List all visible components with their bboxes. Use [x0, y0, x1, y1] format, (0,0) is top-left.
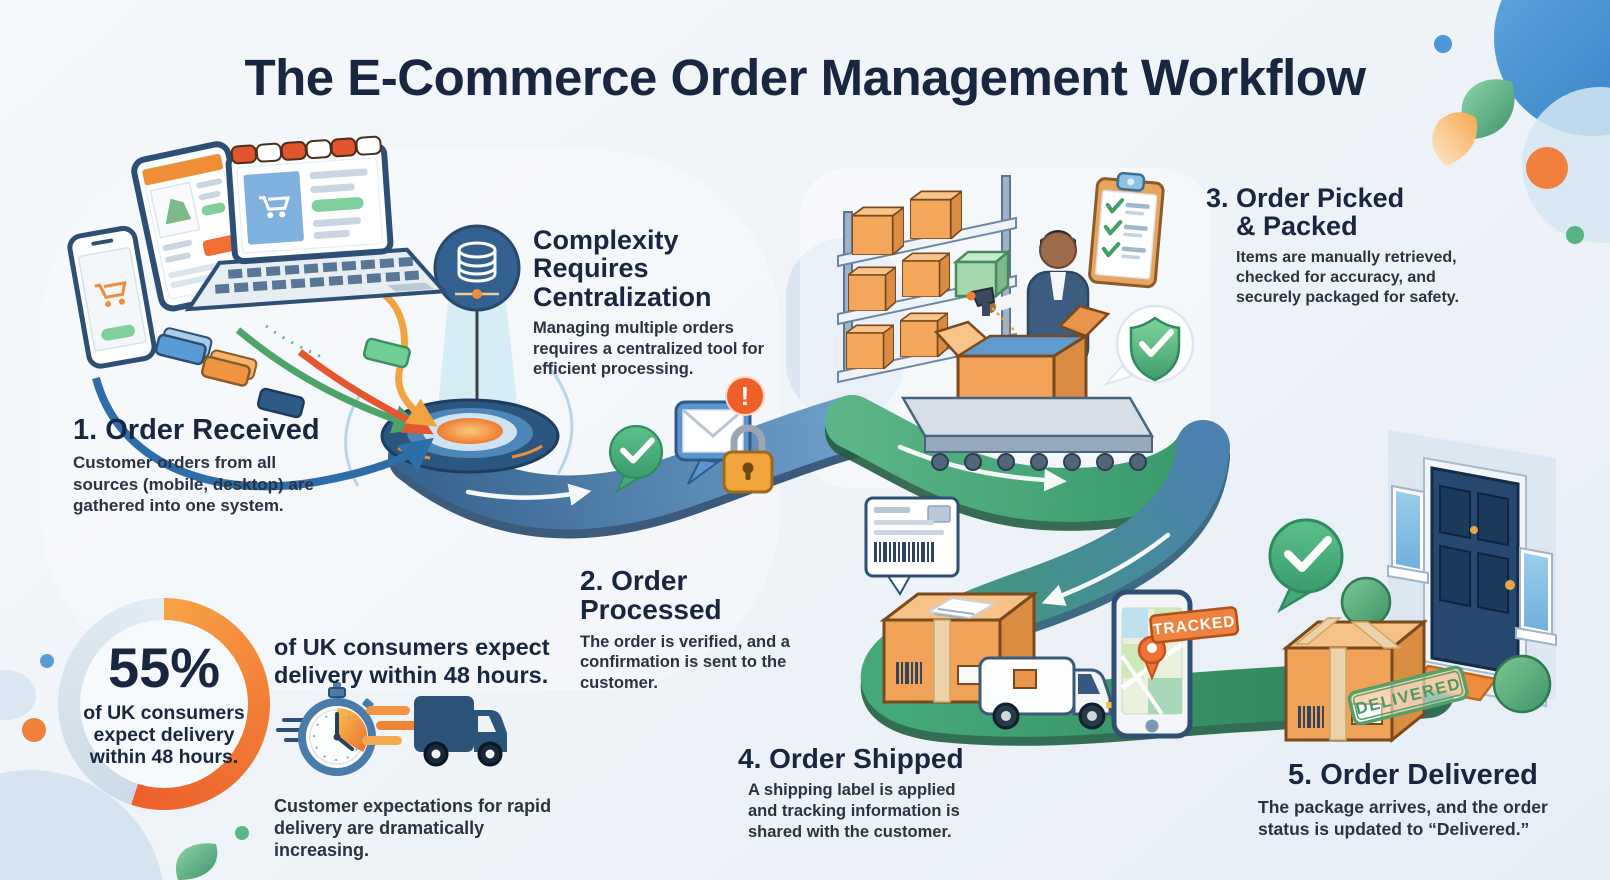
delivered-check-icon	[1270, 520, 1342, 610]
decor-green-leaf-bottom	[175, 843, 218, 880]
alert-icon: !	[725, 376, 765, 416]
arrow-dotted-channel	[265, 324, 325, 360]
cart-icon	[94, 280, 127, 308]
cart-icon	[258, 196, 291, 219]
step-1-body: Customer orders from all sources (mobile…	[73, 453, 314, 515]
step-1-text: 1. Order Received Customer orders from a…	[73, 415, 328, 516]
clipboard-icon	[1088, 171, 1165, 289]
decor-green-dot-bl	[235, 826, 249, 840]
stat-donut-hole: 55% of UK consumers expect delivery with…	[80, 620, 248, 788]
order-processing-icons: !	[610, 376, 774, 494]
stat-side-heading: of UK consumers expect delivery within 4…	[274, 634, 550, 688]
tracked-badge: TRACKED	[1149, 606, 1240, 644]
stopwatch-icon	[276, 682, 376, 776]
delivery-truck-icon	[362, 696, 507, 767]
conveyor-belt	[900, 396, 1155, 471]
order-cards	[154, 327, 411, 419]
arrow-mobile-channel	[92, 376, 434, 491]
devices-cluster	[67, 135, 449, 419]
arrow-tablet-channel	[235, 327, 423, 434]
decor-blue-dot	[1434, 35, 1452, 53]
database-icon	[457, 241, 497, 283]
stock-box	[848, 266, 896, 311]
step-2-text: 2. Order Processed The order is verified…	[580, 566, 830, 694]
smartphone-illustration	[67, 225, 157, 369]
page-title: The E-Commerce Order Management Workflow	[244, 49, 1366, 106]
stat-icons	[276, 682, 507, 776]
decor-orange-leaf	[1432, 112, 1478, 166]
decor-orange-dot-bl	[22, 718, 46, 742]
db-connector-node	[472, 289, 482, 299]
central-hub-platform	[380, 398, 560, 474]
path-segment-1	[388, 395, 879, 530]
swoosh-right	[543, 361, 574, 475]
shipping-label-card	[864, 496, 960, 596]
barcode-scanner-icon	[966, 286, 1015, 331]
step-2-body: The order is verified, and a confirmatio…	[580, 632, 790, 693]
step-3-text: 3. Order Picked & Packed Items are manua…	[1206, 184, 1506, 308]
callout-body: Managing multiple orders requires a cent…	[533, 319, 765, 379]
window-left	[1396, 491, 1420, 569]
storefront-awning	[230, 135, 382, 165]
barcode-icon	[1298, 706, 1324, 728]
delivered-stamp: DELIVERED	[1347, 665, 1469, 726]
decor-blue-dot-bl	[40, 654, 54, 668]
laptop-illustration	[184, 135, 449, 312]
hub-glow-center	[437, 418, 503, 444]
decor-orange-circle	[1526, 147, 1568, 189]
stock-box	[852, 206, 904, 255]
decor-bottomleft-blob	[0, 770, 163, 880]
arrow-web-channel	[370, 284, 438, 427]
stock-box	[910, 190, 962, 239]
step-2-heading: 2. Order Processed	[580, 565, 722, 626]
stat-donut: 55% of UK consumers expect delivery with…	[58, 598, 270, 810]
decor-small-blob	[0, 670, 36, 720]
stat-donut-caption: of UK consumers expect delivery within 4…	[83, 701, 245, 769]
stock-box	[846, 324, 894, 369]
barcode-icon	[896, 662, 922, 684]
shipping-scene: TRACKED	[864, 496, 1240, 739]
step-5-heading: 5. Order Delivered	[1288, 759, 1538, 791]
step-5-body: The package arrives, and the order statu…	[1258, 797, 1548, 840]
step-3-body: Items are manually retrieved, checked fo…	[1236, 248, 1459, 306]
lock-icon	[722, 424, 774, 494]
barcode-icon	[874, 542, 934, 562]
bush	[1492, 654, 1552, 714]
step-5-text: 5. Order Delivered The package arrives, …	[1258, 760, 1563, 841]
centralization-callout: Complexity Requires Centralization Manag…	[533, 226, 795, 380]
window-right	[1524, 553, 1548, 631]
callout-heading-line2: Centralization	[533, 281, 712, 312]
stat-value: 55%	[107, 635, 221, 699]
step-1-heading: 1. Order Received	[73, 414, 320, 446]
step-3-heading-line1: 3. Order Picked	[1206, 183, 1405, 213]
callout-heading-line1: Complexity Requires	[533, 225, 679, 284]
stat-side-body: Customer expectations for rapid delivery…	[274, 796, 552, 860]
shield-check-icon	[1102, 304, 1195, 387]
front-door	[1340, 430, 1557, 714]
decor-green-dot	[1566, 226, 1584, 244]
delivery-van	[978, 656, 1112, 730]
bush	[1340, 576, 1392, 628]
step-3-heading-line2: & Packed	[1236, 211, 1358, 242]
step-4-text: 4. Order Shipped A shipping label is app…	[738, 744, 983, 842]
delivered-scene: DELIVERED	[1270, 430, 1557, 744]
channel-arrows	[92, 284, 438, 491]
door-knob	[1505, 580, 1515, 590]
location-pin-icon	[1137, 635, 1167, 681]
svg-text:!: !	[741, 381, 750, 411]
warehouse-scene	[837, 171, 1195, 471]
step-4-heading: 4. Order Shipped	[738, 743, 964, 774]
step-4-body: A shipping label is applied and tracking…	[748, 781, 960, 841]
database-badge	[433, 224, 521, 312]
stock-box	[902, 252, 950, 297]
